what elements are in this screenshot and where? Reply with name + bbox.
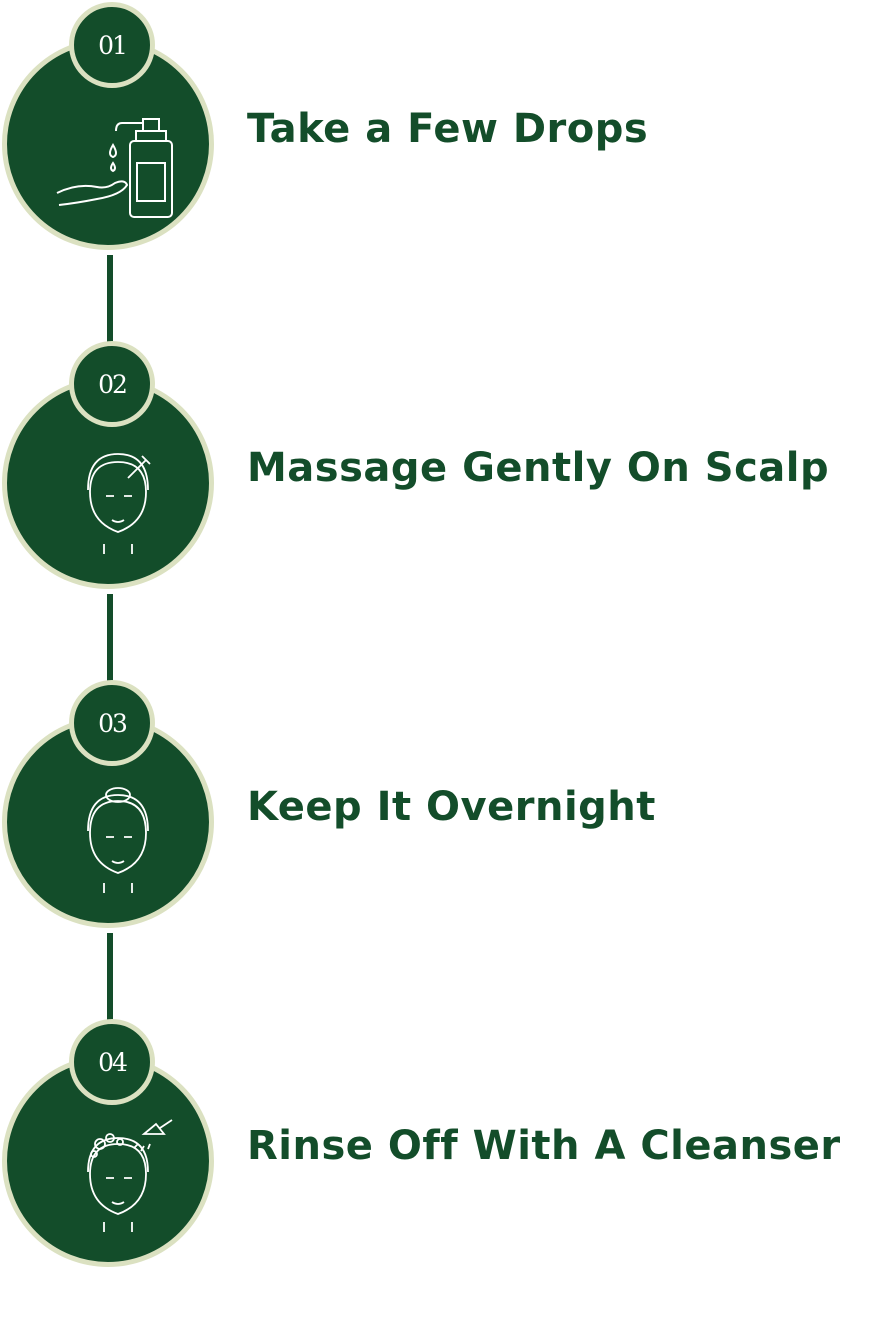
step-4: 04 Rinse Off With A Cleanser bbox=[0, 1017, 885, 1317]
connector-line bbox=[107, 255, 113, 345]
step-number-badge: 01 bbox=[69, 2, 155, 88]
step-title: Keep It Overnight bbox=[247, 784, 656, 830]
step-1: 01 Take a Few Drops bbox=[0, 0, 885, 300]
connector-line bbox=[107, 594, 113, 684]
step-title: Take a Few Drops bbox=[247, 106, 649, 152]
face-dropper-icon bbox=[87, 453, 151, 554]
step-3: 03 Keep It Overnight bbox=[0, 678, 885, 978]
connector-line bbox=[107, 933, 113, 1023]
step-number-badge: 03 bbox=[69, 680, 155, 766]
step-title: Rinse Off With A Cleanser bbox=[247, 1123, 841, 1169]
step-number-badge: 02 bbox=[69, 341, 155, 427]
face-shower-icon bbox=[87, 1119, 173, 1232]
step-2: 02 Massage Gently On Scalp bbox=[0, 339, 885, 639]
step-title: Massage Gently On Scalp bbox=[247, 445, 830, 491]
step-number-badge: 04 bbox=[69, 1019, 155, 1105]
face-icon bbox=[87, 787, 149, 893]
hand-dispenser-icon bbox=[56, 118, 173, 218]
